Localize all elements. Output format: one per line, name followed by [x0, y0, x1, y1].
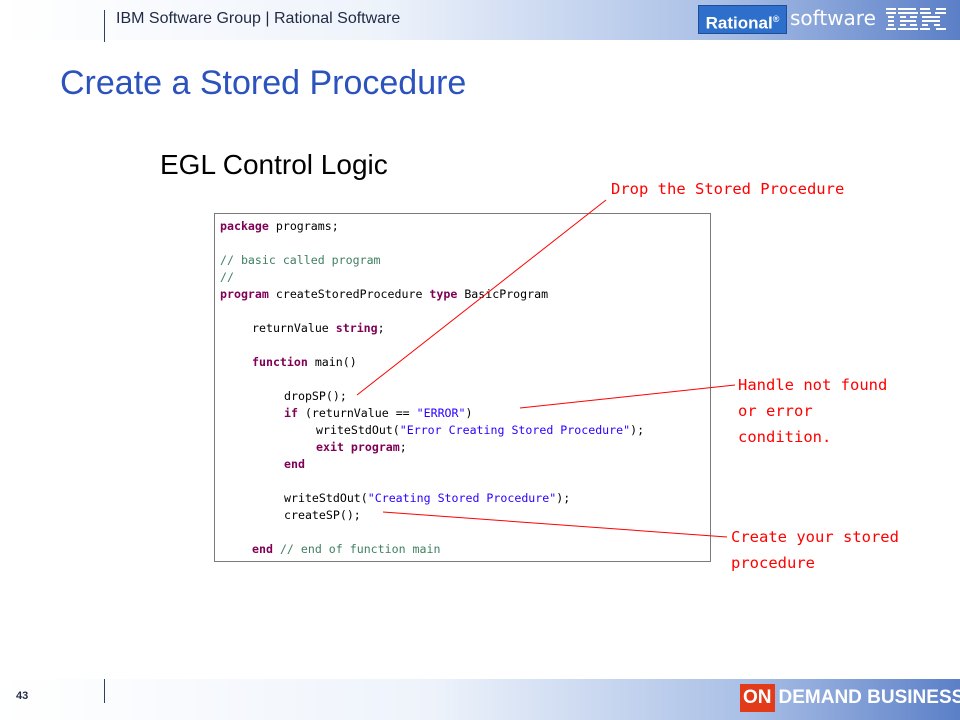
- callout-drop: Drop the Stored Procedure: [611, 180, 845, 198]
- page-number: 43: [16, 690, 29, 702]
- code-comment-line: //: [220, 270, 234, 284]
- header-group-text: IBM Software Group | Rational Software: [116, 10, 401, 27]
- code-text: programs;: [268, 219, 339, 233]
- code-keyword: package: [220, 219, 269, 233]
- code-text: );: [630, 423, 645, 437]
- code-keyword: type: [429, 287, 458, 301]
- code-text: main(): [307, 355, 357, 369]
- code-text: (returnValue ==: [297, 406, 417, 420]
- callout-line-create: [382, 511, 728, 538]
- code-string: "Error Creating Stored Procedure": [399, 423, 631, 437]
- code-line: writeStdOut("Creating Stored Procedure")…: [284, 491, 570, 505]
- code-line: dropSP();: [284, 389, 347, 403]
- slide-subtitle: EGL Control Logic: [160, 149, 388, 180]
- demand-business-label: DEMAND BUSINESS™: [779, 687, 960, 709]
- code-line: createSP();: [284, 508, 361, 522]
- code-keyword: if: [284, 406, 298, 420]
- ibm-logo: [886, 8, 946, 30]
- code-text: ;: [399, 440, 407, 454]
- code-line: exit program;: [316, 440, 407, 454]
- code-text: returnValue: [252, 321, 336, 335]
- code-string: "ERROR": [416, 406, 466, 420]
- code-line: returnValue string;: [252, 321, 385, 335]
- code-text: writeStdOut(: [316, 423, 400, 437]
- code-keyword: end: [252, 542, 273, 556]
- callout-line-drop: [356, 199, 607, 396]
- callout-create: Create your stored procedure: [731, 528, 899, 572]
- code-keyword-line: end: [284, 457, 305, 471]
- footer-band: [0, 679, 960, 720]
- callout-line-handle: [519, 384, 736, 409]
- code-line: if (returnValue == "ERROR"): [284, 406, 473, 420]
- code-keyword: string: [335, 321, 378, 335]
- code-comment-line: // basic called program: [220, 253, 381, 267]
- code-text: );: [556, 491, 571, 505]
- on-badge: ON: [740, 684, 775, 712]
- software-label: software: [790, 6, 876, 30]
- code-comment: // end of function main: [279, 542, 441, 556]
- rational-label: Rational: [705, 13, 773, 33]
- code-text: BasicProgram: [457, 287, 549, 301]
- code-line: program createStoredProcedure type Basic…: [220, 287, 548, 301]
- code-keyword: function: [252, 355, 308, 369]
- code-line: function main(): [252, 355, 357, 369]
- code-text: ;: [377, 321, 385, 335]
- header-band: [0, 0, 960, 40]
- code-keyword: program: [350, 440, 400, 454]
- code-line: package programs;: [220, 219, 339, 233]
- demand-business-text: DEMAND BUSINESS: [778, 687, 960, 708]
- code-line: end // end of function main: [252, 542, 440, 556]
- callout-handle: Handle not found or error condition.: [738, 376, 888, 446]
- code-text: ): [465, 406, 473, 420]
- slide-title: Create a Stored Procedure: [60, 64, 467, 102]
- rational-logo: Rational®: [698, 5, 787, 34]
- code-listing: package programs; // basic called progra…: [214, 213, 711, 562]
- code-keyword: program: [220, 287, 269, 301]
- code-keyword: exit: [316, 440, 344, 454]
- code-string: "Creating Stored Procedure": [367, 491, 557, 505]
- code-text: writeStdOut(: [284, 491, 368, 505]
- footer-divider: [104, 679, 105, 703]
- code-text: createStoredProcedure: [268, 287, 430, 301]
- registered-mark: ®: [772, 14, 780, 24]
- code-line: writeStdOut("Error Creating Stored Proce…: [316, 423, 644, 437]
- header-divider: [104, 10, 105, 42]
